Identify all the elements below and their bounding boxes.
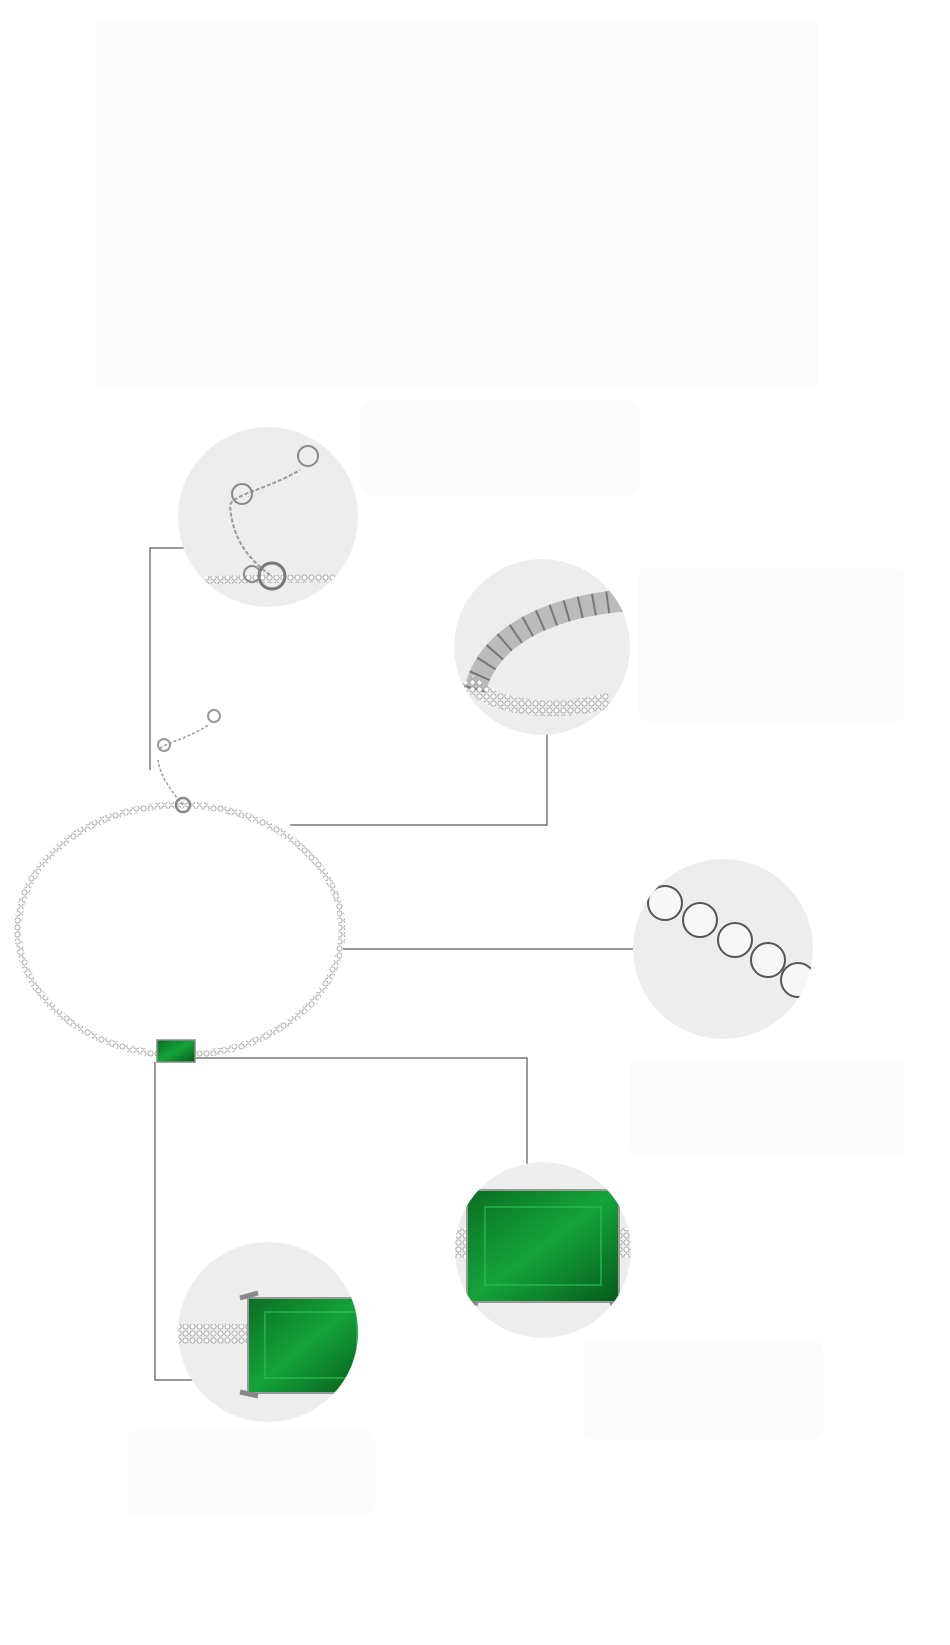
pave-band-detail	[454, 559, 630, 735]
blank-panel	[638, 568, 905, 722]
bracelet-image	[14, 709, 346, 1063]
clasp-chain-detail	[178, 427, 358, 607]
emerald-front-detail	[455, 1162, 631, 1338]
blank-panel	[360, 400, 640, 495]
stone-row-detail	[633, 859, 813, 1039]
blank-panel	[630, 1060, 905, 1155]
blank-panel-top	[95, 20, 818, 388]
blank-panel	[583, 1340, 823, 1440]
emerald-side-detail	[178, 1242, 358, 1422]
blank-panel	[127, 1430, 375, 1515]
